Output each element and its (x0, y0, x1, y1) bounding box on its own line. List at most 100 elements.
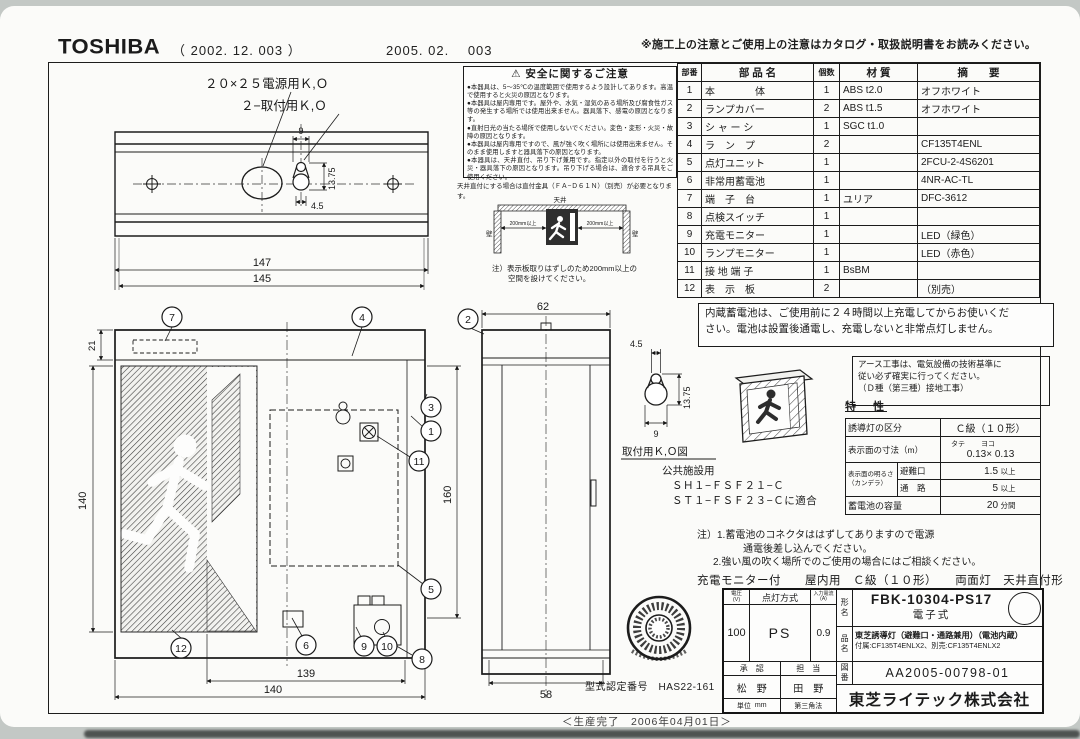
spec-passage-unit: 以上 (1000, 483, 1016, 493)
spec-size-sub: タテ ヨコ (951, 441, 995, 448)
safety-bullet-4: ●本器具は屋内専用ですので、風が強く吹く場所には使用出来ません。そのまま使用しま… (467, 140, 673, 157)
spec-battery-value-cell: 20 分間 (940, 496, 1042, 515)
certification-seal (622, 593, 696, 667)
part-name: シ ャ ー シ (701, 117, 814, 136)
battery-charge-notice: 内蔵蓄電池は、ご使用前に２４時間以上充電してからお使いくだ さい。電池は設置後通… (698, 303, 1054, 347)
part-material (839, 279, 918, 298)
part-remarks (917, 207, 1040, 226)
running-man-body (125, 461, 205, 568)
voltage-header-text: 電圧 (730, 590, 742, 597)
model-type: 電子式 (912, 609, 951, 621)
part-name: ランプモニター (701, 243, 814, 262)
balloon-1: 1 (428, 426, 434, 438)
clearance-right-dim: 200mm以上 (587, 220, 614, 227)
part-material: SGC t1.0 (839, 117, 918, 136)
safety-bullet-1: ●本器具は、5〜35℃の温度範囲で使用するよう設計してあります。高温で使用すると… (467, 83, 673, 99)
balloon-12: 12 (175, 643, 187, 655)
dim-160: 160 (442, 486, 454, 504)
exit-sign-perspective (730, 362, 818, 446)
mounting-keyhole-detail: 4.5 13.75 9 取付用Ｋ,Ｏ図 (618, 339, 722, 467)
spec-battery-label: 蓄電池の容量 (844, 496, 942, 515)
toshiba-logo: TOSHIBA (58, 34, 161, 59)
balloon-4: 4 (359, 312, 365, 324)
earth-notice-line1: アース工事は、電気設備の技術基準に (858, 359, 1002, 369)
battery-outline (270, 410, 398, 566)
part-no: 4 (677, 135, 702, 154)
part-no: 1 (677, 81, 702, 100)
col-header-part-no: 部番 (677, 63, 702, 82)
exit-sign-small (546, 209, 578, 245)
spec-size-value-cell: タテ ヨコ 0.13× 0.13 (940, 436, 1042, 463)
label-mount-knockout: ２−取付用Ｋ,Ｏ (241, 99, 327, 113)
dim-9-keyhole: 9 (653, 429, 658, 439)
spec-size-value: 0.13× 0.13 (966, 449, 1015, 460)
col-header-remarks: 摘 要 (917, 63, 1040, 82)
top-view-drawing: 9 13.75 4.5 ２０×２５電源用Ｋ,Ｏ ２−取付用Ｋ,Ｏ 147 145 (55, 77, 475, 300)
part-remarks: （別売） (917, 279, 1040, 298)
part-qty: 1 (813, 207, 840, 226)
public-facility-note: 公共施設用 ＳＨ１−ＦＳＦ２１−Ｃ ＳＴ１−ＦＳＦ２３−Ｃに適合 (662, 464, 817, 510)
title-block: 電圧 (V) 点灯方式 入力電流 (A) 100 PS 0.9 承 認 担 当 … (722, 588, 1044, 714)
col-header-qty: 個数 (813, 63, 840, 82)
spec-battery-unit: 分間 (1000, 501, 1016, 510)
part-qty: 1 (813, 189, 840, 208)
lighting-method-header: 点灯方式 (750, 590, 811, 604)
spec-row-class: 誘導灯の区分 Ｃ級（１０形） (844, 418, 1042, 437)
part-material (839, 225, 918, 244)
incharge-header: 担 当 (796, 664, 821, 673)
clearance-left-dim: 200mm以上 (510, 220, 537, 227)
dim-62: 62 (537, 301, 549, 313)
part-no: 8 (677, 207, 702, 226)
projection-method: 第三角法 (794, 702, 823, 710)
part-no: 12 (677, 279, 702, 298)
usage-caution-note: ※施工上の注意とご使用上の注意はカタログ・取扱説明書をお読みください。 (641, 39, 1037, 51)
revision-date-1: （ 2002. 12. 003 ） (172, 43, 302, 58)
approval-header: 承 認 (724, 662, 781, 675)
dim-21: 21 (87, 340, 98, 351)
part-name: 表 示 板 (701, 279, 814, 298)
earth-work-notice: アース工事は、電気設備の技術基準に 従い必ず確実に行ってください。 （Ｄ種（第三… (852, 356, 1050, 406)
earth-notice-line2: 従い必ず確実に行ってください。 (858, 370, 985, 381)
col-header-material: 材 質 (839, 63, 918, 82)
public-facility-line1: 公共施設用 (662, 465, 715, 477)
part-name: ランプカバー (701, 99, 814, 118)
product-row-label: 品名 (837, 627, 853, 661)
product-lamps: 付属:CF135T4ENLX2、別売:CF135T4ENLX2 (855, 641, 1001, 650)
wall-left-label: 壁 (486, 229, 493, 238)
label-power-knockout: ２０×２５電源用Ｋ,Ｏ (205, 77, 328, 91)
keyhole-shape (645, 374, 667, 405)
dim-147: 147 (253, 257, 271, 269)
type-approval-number: 型式認定番号 HAS22-161 (585, 682, 715, 693)
col-header-part-name: 部 品 名 (701, 63, 814, 82)
part-remarks: オフホワイト (917, 99, 1040, 118)
company-name: 東芝ライテック株式会社 (848, 691, 1031, 709)
part-remarks: LED（緑色） (917, 225, 1040, 244)
dim-4.5-topview: 4.5 (311, 201, 324, 211)
production-end-caption: ＜生産完了 2006年04月01日＞ (562, 716, 732, 728)
spec-exit-value: 1.5 (984, 465, 999, 477)
part-name: 充電モニター (701, 225, 814, 244)
part-material (839, 135, 918, 154)
warning-icon: ⚠ (511, 68, 522, 80)
spec-brightness-label-2: （カンデラ） (848, 479, 887, 487)
wall-left-hatch (494, 211, 501, 253)
mounting-keyhole (293, 163, 309, 191)
connector (338, 456, 353, 471)
usage-class-line: 充電モニター付 屋内用 Ｃ級（１０形） 両面灯 天井直付形 (697, 575, 1064, 587)
voltage-header-unit: (V) (732, 597, 741, 603)
dim-4.5-keyhole: 4.5 (630, 339, 643, 349)
balloon-11: 11 (414, 456, 425, 468)
part-material (839, 243, 918, 262)
spec-title: 特 性 (845, 401, 887, 413)
current-header-unit: (A) (820, 596, 827, 602)
ceiling-label: 天井 (554, 195, 568, 204)
balloon-2: 2 (465, 314, 471, 326)
